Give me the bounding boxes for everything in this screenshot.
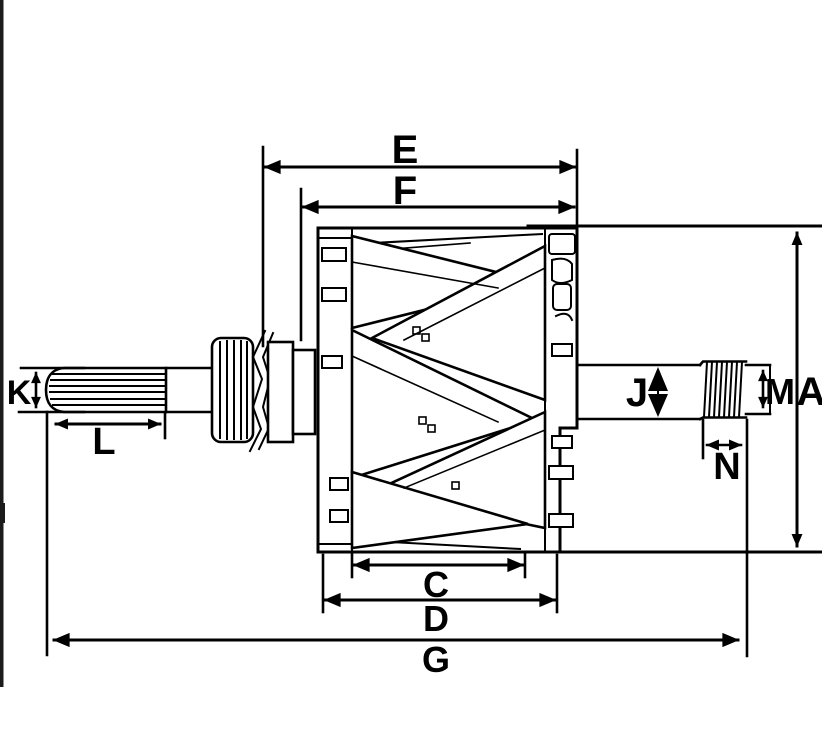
slip-ring-detail bbox=[548, 233, 576, 322]
right-shaft bbox=[575, 360, 772, 421]
dim-f-label: F bbox=[393, 169, 417, 213]
knurled-collar bbox=[210, 336, 255, 444]
dim-f: F bbox=[299, 169, 576, 342]
dim-g-label: G bbox=[422, 639, 450, 680]
dim-k-label: K bbox=[7, 374, 32, 412]
dim-l-label: L bbox=[92, 421, 115, 463]
spline-lines bbox=[49, 373, 167, 406]
left-pole-notches bbox=[321, 247, 349, 523]
dim-l: L bbox=[54, 411, 167, 463]
dim-e-label: E bbox=[392, 128, 419, 172]
dim-k: K bbox=[7, 366, 86, 414]
scan-edge-strip bbox=[0, 0, 5, 687]
dim-a-label: A bbox=[797, 370, 822, 414]
dim-d: D bbox=[321, 553, 559, 639]
dim-j: J bbox=[626, 367, 668, 417]
dim-m: M bbox=[758, 369, 795, 412]
dim-m-label: M bbox=[765, 371, 795, 412]
dim-n-label: N bbox=[713, 446, 740, 488]
hatch-marks bbox=[412, 326, 460, 490]
right-pole-notches bbox=[548, 343, 574, 528]
spacer-collar bbox=[266, 340, 317, 444]
dim-e: E bbox=[261, 128, 579, 348]
dim-n: N bbox=[701, 418, 749, 658]
dim-d-label: D bbox=[423, 598, 449, 639]
left-splined-shaft bbox=[44, 366, 215, 414]
dim-g: G bbox=[45, 410, 740, 680]
dim-a: A bbox=[518, 224, 822, 554]
dim-j-label: J bbox=[626, 371, 648, 415]
claw-pole-fingers bbox=[350, 234, 547, 550]
thread-lines bbox=[702, 360, 744, 419]
